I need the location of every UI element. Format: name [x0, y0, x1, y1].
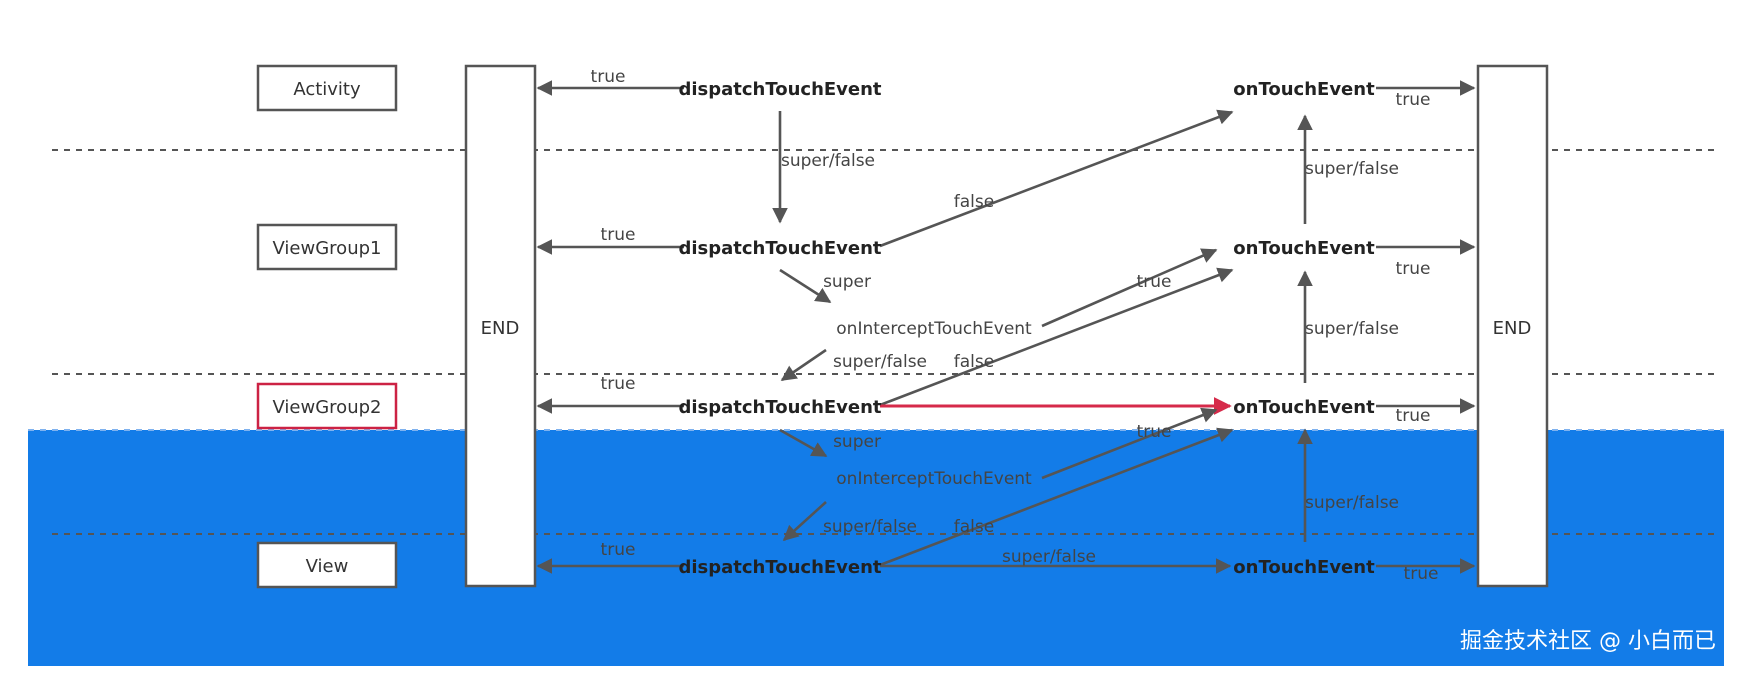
arrow-vg2-intercept-true	[1041, 407, 1218, 480]
layer-activity: Activity	[256, 64, 398, 112]
activity-dispatch-label: dispatchTouchEvent	[678, 79, 881, 100]
vg2-touch-label: onTouchEvent	[1233, 397, 1375, 418]
layer-viewgroup1-label: ViewGroup1	[273, 238, 382, 259]
arrow-vg1-dispatch-false	[879, 109, 1234, 248]
layer-view: View	[256, 541, 398, 589]
edge-label-vg2-dispatch-true: true	[601, 374, 636, 394]
edge-label-vg2-intercept-true: true	[1137, 422, 1172, 442]
end-left-label: END	[481, 318, 520, 339]
view-dispatch-label: dispatchTouchEvent	[678, 557, 881, 578]
arrow-vg1-dispatch-super	[779, 268, 832, 304]
arrow-vg2-dispatch-super	[779, 428, 828, 458]
edge-label-view-dispatch-false: false	[954, 517, 994, 537]
edge-label-view-touch-up: super/false	[1305, 493, 1399, 513]
edge-label-vg1-intercept-down: super/false	[833, 352, 927, 372]
edge-label-view-dispatch-true: true	[601, 540, 636, 560]
arrow-vg2-intercept-down	[782, 501, 827, 542]
edge-label-vg2-touch-true: true	[1396, 406, 1431, 426]
edge-label-vg1-dispatch-super: super	[823, 272, 871, 292]
edge-label-view-dispatch-super-false: super/false	[1002, 547, 1096, 567]
layer-viewgroup1: ViewGroup1	[256, 223, 398, 271]
edge-label-vg1-touch-up: super/false	[1305, 159, 1399, 179]
activity-touch-label: onTouchEvent	[1233, 79, 1375, 100]
vg2-dispatch-label: dispatchTouchEvent	[678, 397, 881, 418]
vg1-intercept-label: onInterceptTouchEvent	[836, 319, 1032, 339]
view-touch-label: onTouchEvent	[1233, 557, 1375, 578]
arrow-vg2-dispatch-false	[879, 267, 1234, 407]
layer-viewgroup2: ViewGroup2	[256, 382, 398, 430]
arrow-vg1-intercept-down	[780, 348, 827, 382]
vg1-touch-label: onTouchEvent	[1233, 238, 1375, 259]
edge-label-vg2-intercept-down: super/false	[823, 517, 917, 537]
edge-label-vg1-dispatch-true: true	[601, 225, 636, 245]
vg1-dispatch-label: dispatchTouchEvent	[678, 238, 881, 259]
edge-label-activity-touch-true: true	[1396, 90, 1431, 110]
edge-label-vg1-dispatch-false: false	[954, 192, 994, 212]
end-right-label: END	[1493, 318, 1532, 339]
edge-label-view-touch-true: true	[1404, 564, 1439, 584]
edge-label-vg1-intercept-true: true	[1137, 272, 1172, 292]
vg2-intercept-label: onInterceptTouchEvent	[836, 469, 1032, 489]
edge-label-vg2-dispatch-false: false	[954, 352, 994, 372]
edge-label-vg2-dispatch-super: super	[833, 432, 881, 452]
watermark: 掘金技术社区 @ 小白而已	[1460, 629, 1716, 654]
layer-view-label: View	[306, 556, 349, 577]
edge-label-vg1-touch-true: true	[1396, 259, 1431, 279]
edge-label-activity-dispatch-down: super/false	[781, 151, 875, 171]
edge-label-activity-dispatch-true: true	[591, 67, 626, 87]
layer-viewgroup2-label: ViewGroup2	[273, 397, 382, 418]
layer-activity-label: Activity	[293, 79, 361, 100]
edge-label-vg2-touch-up: super/false	[1305, 319, 1399, 339]
end-left-column: END	[464, 64, 537, 588]
arrow-vg1-intercept-true	[1041, 248, 1218, 328]
end-right-column: END	[1476, 64, 1549, 588]
arrow-view-dispatch-false	[879, 427, 1234, 567]
